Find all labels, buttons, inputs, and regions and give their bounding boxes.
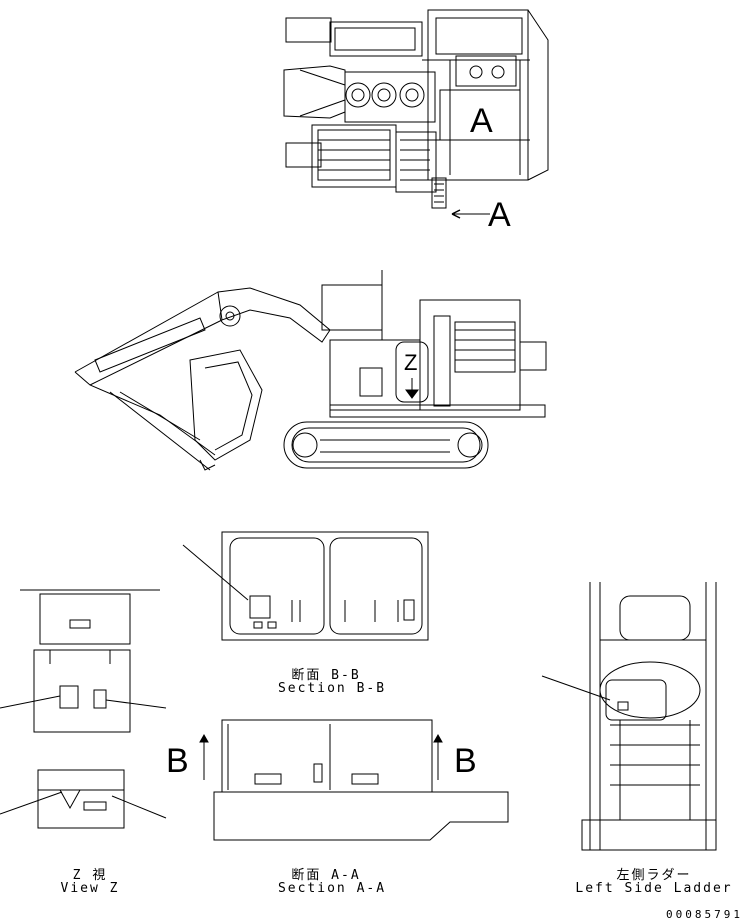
section-aa-view xyxy=(199,719,509,841)
section-aa-left-b: B xyxy=(166,742,189,780)
top-view-arrow-a: A xyxy=(488,196,511,234)
section-bb-view xyxy=(182,531,429,641)
section-aa-title-ja: 断面 A-A xyxy=(291,868,361,883)
section-bb-title-ja: 断面 B-B xyxy=(291,668,361,683)
section-aa-right-b: B xyxy=(454,742,477,780)
side-view-z-marker: Z xyxy=(404,350,420,375)
part-number: 00085791 xyxy=(666,908,743,921)
left-ladder-title-ja: 左側ラダー xyxy=(616,868,692,883)
excavator-side-view xyxy=(74,270,547,471)
view-z-title-ja: Z 視 xyxy=(72,868,108,883)
view-z-title-en: View Z xyxy=(60,881,120,896)
left-ladder-title-en: Left Side Ladder xyxy=(575,881,733,896)
top-view-marker-a: A xyxy=(470,102,493,140)
view-z-view xyxy=(0,589,167,829)
section-bb-title-en: Section B-B xyxy=(277,681,387,696)
left-side-ladder-view xyxy=(541,582,717,851)
top-plan-view xyxy=(283,9,549,219)
section-aa-title-en: Section A-A xyxy=(277,881,387,896)
